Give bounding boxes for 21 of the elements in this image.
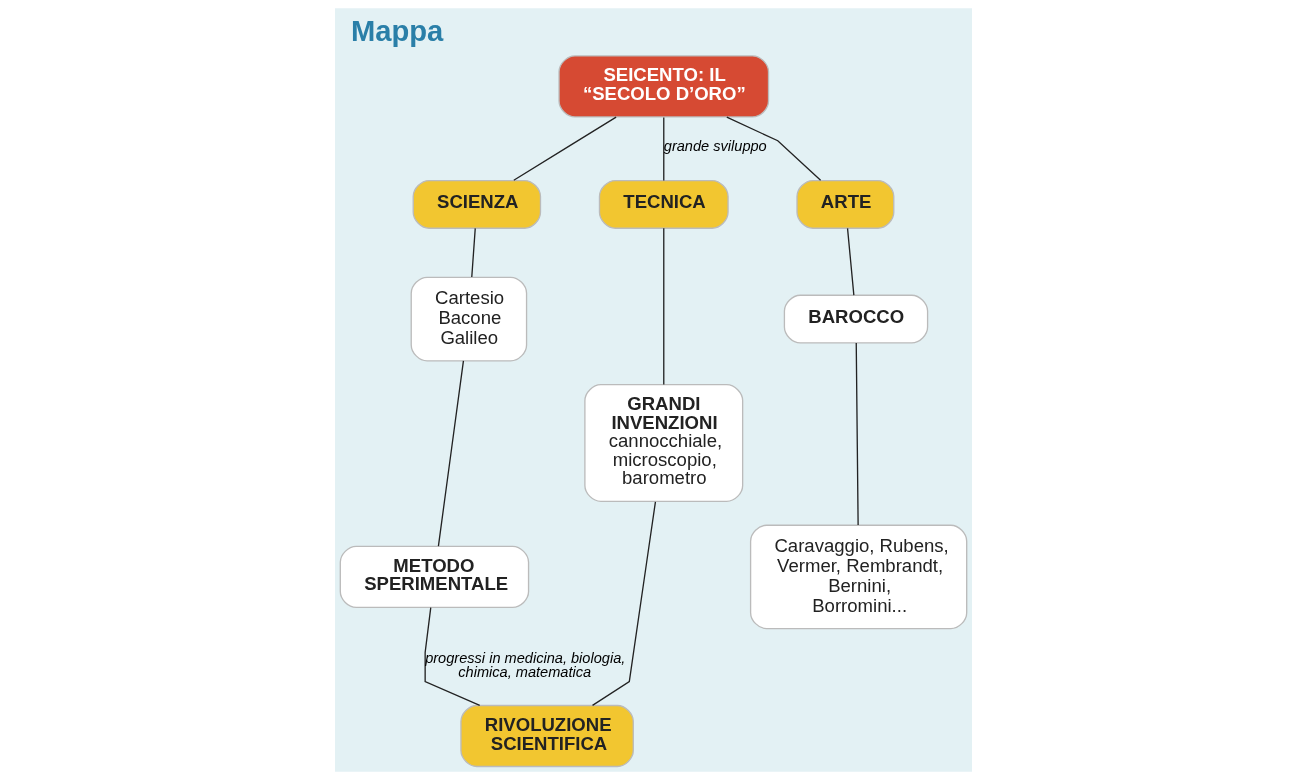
connector (855, 342, 859, 526)
connector (437, 360, 464, 547)
connector (725, 116, 821, 181)
node-box: SEICENTO: IL “SECOLO D’ORO” (557, 55, 769, 118)
node-box: SCIENZA (412, 179, 541, 229)
node-box: Cartesio Bacone Galileo (410, 276, 527, 362)
connector (512, 116, 617, 181)
node-box: METODO SPERIMENTALE (339, 545, 529, 609)
connector (662, 227, 664, 386)
node-box: BAROCCO (783, 294, 928, 344)
connector (846, 227, 854, 296)
diagram-title: Mappa (350, 14, 443, 47)
node-box: RIVOLUZIONE SCIENTIFICA (459, 704, 634, 768)
edge-label: grande sviluppo (663, 138, 767, 155)
node-box: ARTE (795, 179, 894, 229)
connector (591, 501, 656, 707)
connector (662, 116, 664, 182)
node-box: GRANDI INVENZIONI cannocchiale, microscopio, barometro (583, 384, 743, 503)
node-box: Caravaggio, Rubens, Vermer, Rembrandt, Bernini, Borromini... (749, 524, 967, 630)
connector (470, 227, 476, 278)
node-box: TECNICA (598, 179, 729, 229)
